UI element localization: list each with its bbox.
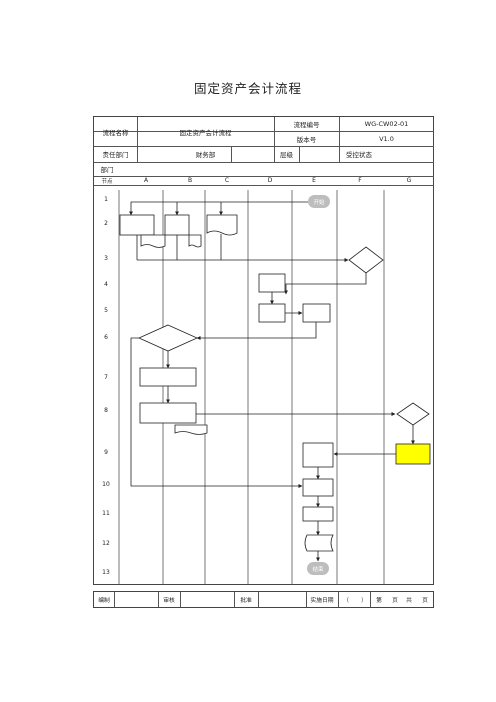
process-box-e10 [302,478,334,497]
row-number: 11 [102,510,110,517]
row-number: 1 [104,196,108,203]
page-title: 固定资产会计流程 [193,81,302,96]
lane-letter-b: B [187,177,193,184]
end-label: 结束 [312,565,324,573]
process-box-b8 [139,402,197,424]
lane-letter-d: D [267,177,273,184]
lane-letter-e: E [312,177,316,184]
lane-separators [118,190,385,585]
process-box-e9 [302,442,334,468]
storage-shape-e12 [304,534,334,552]
review-label: 审核 [163,598,175,604]
prepare-label: 编制 [98,598,110,604]
page-label: 第 [376,598,382,604]
row-number: 8 [104,407,108,414]
lane-letter-a: A [143,177,149,184]
flow-no-label: 流程编号 [293,121,320,129]
version-label: 版本号 [296,135,317,144]
row-number: 6 [104,334,108,341]
row-number: 2 [104,220,108,227]
process-box-e5 [258,303,286,323]
row-number: 7 [104,374,108,381]
row-number: 10 [102,481,110,488]
process-box-b2 [164,214,190,236]
lane-letter-g: G [406,177,412,184]
process-box-f5 [302,303,331,323]
total-unit: 页 [422,598,428,604]
process-box-e4 [258,273,286,293]
end-terminal [307,562,329,575]
paren-close: ） [361,598,367,604]
flow-no-value: WG-CW02-01 [364,120,409,128]
footer-signoff: 编制 审核 批准 实施日期 （ ） 第 页 共 页 [93,591,434,608]
flowchart-frame: 流程名称 固定资产会计流程 流程编号 WG-CW02-01 版本号 V1.0 责… [93,116,434,585]
lane-node-label: 节点 [101,178,113,185]
row-number: 9 [104,449,108,456]
flow-name-label: 流程名称 [102,128,129,137]
total-label: 共 [406,598,412,604]
row-number: 3 [104,255,108,262]
document-shape-b2 [188,234,202,248]
process-box-a2 [119,214,155,236]
process-box-e11 [302,506,334,522]
approve-label: 批准 [240,598,252,604]
start-label: 开始 [313,198,325,206]
start-terminal [308,195,330,208]
paren-open: （ [343,598,349,604]
decision-diamond-g3 [348,246,384,274]
page-unit: 页 [392,598,398,604]
document-shape-c2 [206,214,238,236]
lane-dept-label: 部门 [100,166,114,174]
lane-letter-f: F [358,177,362,184]
version-value: V1.0 [379,134,394,143]
row-number: 5 [104,307,108,314]
decision-diamond-g8 [396,402,430,426]
row-number: 13 [102,569,110,576]
process-box-b7 [139,367,197,387]
row-number: 4 [104,281,108,288]
flowchart-diagram: 开始 结束 [118,190,431,585]
highlight-box-g9 [395,443,431,465]
impl-date-label: 实施日期 [310,598,334,604]
document-shape-b8 [174,424,208,435]
dept-label: 责任部门 [102,151,129,159]
lane-letter-c: C [224,177,230,184]
decision-diamond-b6 [138,324,198,352]
level-label: 层级 [280,151,293,159]
document-shape-a2 [140,234,166,248]
row-number: 12 [102,540,110,547]
dept-value: 财务部 [195,151,216,159]
flow-name-value: 固定资产会计流程 [179,128,232,137]
status-label: 受控状态 [346,151,372,159]
